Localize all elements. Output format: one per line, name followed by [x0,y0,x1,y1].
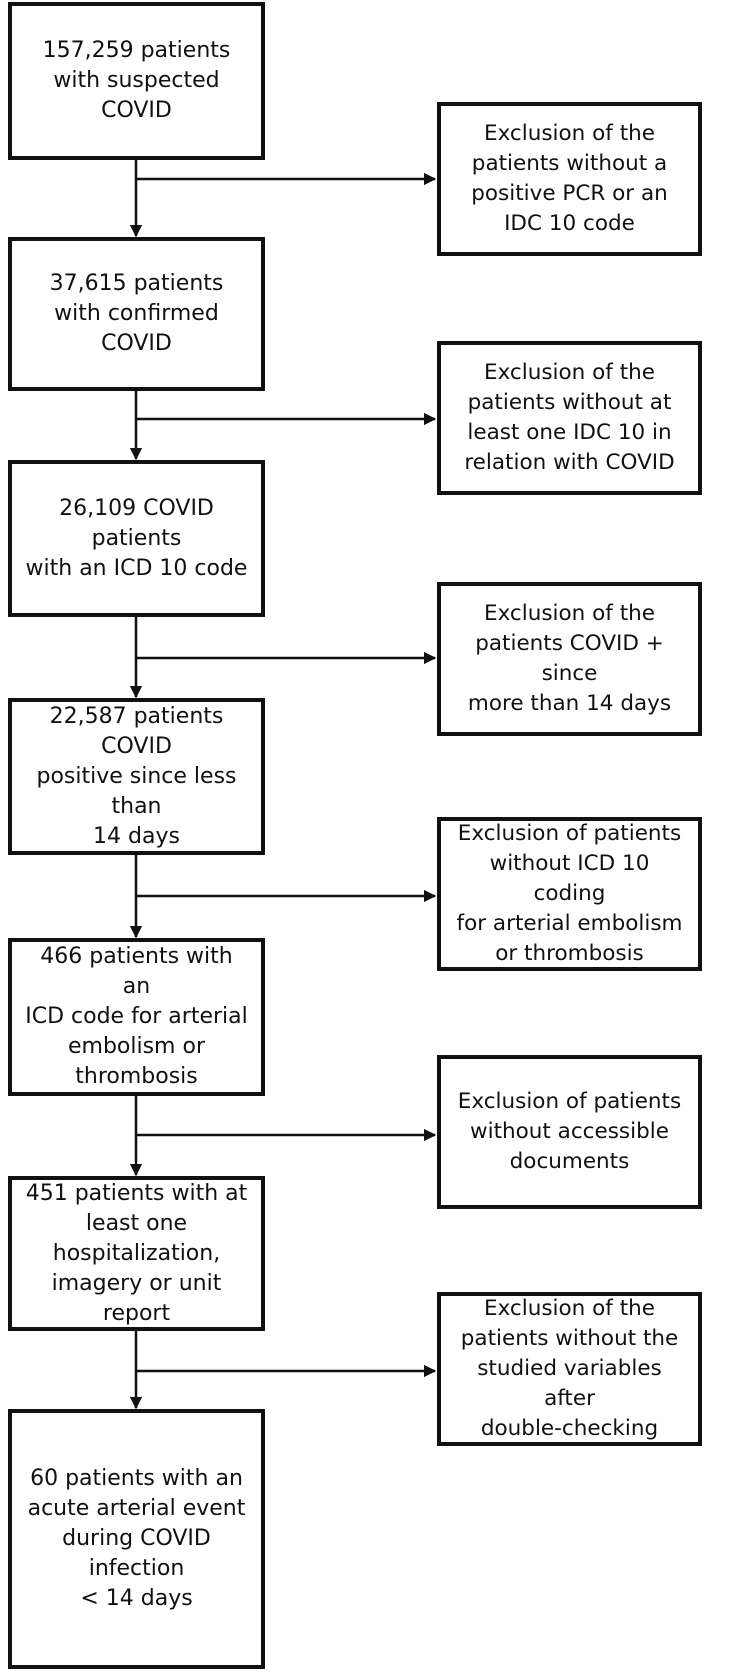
exclusion-missing-variables-text: Exclusion of the patients without the st… [460,1296,679,1441]
exclusion-no-pcr-or-idc10: Exclusion of the patients without a posi… [437,102,702,256]
step-confirmed-covid: 37,615 patients with confirmed COVID [8,237,265,391]
exclusion-no-covid-idc10: Exclusion of the patients without at lea… [437,341,702,495]
step-hospitalization-report-text: 451 patients with at least one hospitali… [25,1180,248,1326]
step-arterial-embolism-code: 466 patients with an ICD code for arteri… [8,938,265,1096]
exclusion-no-accessible-documents-text: Exclusion of patients without accessible… [457,1089,682,1174]
exclusion-no-pcr-or-idc10-text: Exclusion of the patients without a posi… [471,121,668,236]
exclusion-no-embolism-coding-text: Exclusion of patients without ICD 10 cod… [456,821,683,966]
step-final-cohort: 60 patients with an acute arterial event… [8,1409,265,1669]
step-icd10-code-text: 26,109 COVID patients with an ICD 10 cod… [25,495,248,581]
exclusion-covid-over-14-days: Exclusion of the patients COVID + since … [437,582,702,736]
exclusion-covid-over-14-days-text: Exclusion of the patients COVID + since … [467,601,672,716]
step-positive-less-14-days: 22,587 patients COVID positive since les… [8,698,265,855]
step-confirmed-covid-text: 37,615 patients with confirmed COVID [49,271,224,356]
exclusion-no-accessible-documents: Exclusion of patients without accessible… [437,1055,702,1209]
step-final-cohort-text: 60 patients with an acute arterial event… [27,1466,246,1611]
exclusion-missing-variables: Exclusion of the patients without the st… [437,1292,702,1446]
step-positive-less-14-days-text: 22,587 patients COVID positive since les… [36,703,237,849]
exclusion-no-covid-idc10-text: Exclusion of the patients without at lea… [464,360,675,475]
step-suspected-covid: 157,259 patients with suspected COVID [8,2,265,160]
step-icd10-code: 26,109 COVID patients with an ICD 10 cod… [8,460,265,617]
step-arterial-embolism-code-text: 466 patients with an ICD code for arteri… [25,944,248,1089]
step-suspected-covid-text: 157,259 patients with suspected COVID [42,38,231,123]
step-hospitalization-report: 451 patients with at least one hospitali… [8,1176,265,1331]
exclusion-no-embolism-coding: Exclusion of patients without ICD 10 cod… [437,817,702,971]
